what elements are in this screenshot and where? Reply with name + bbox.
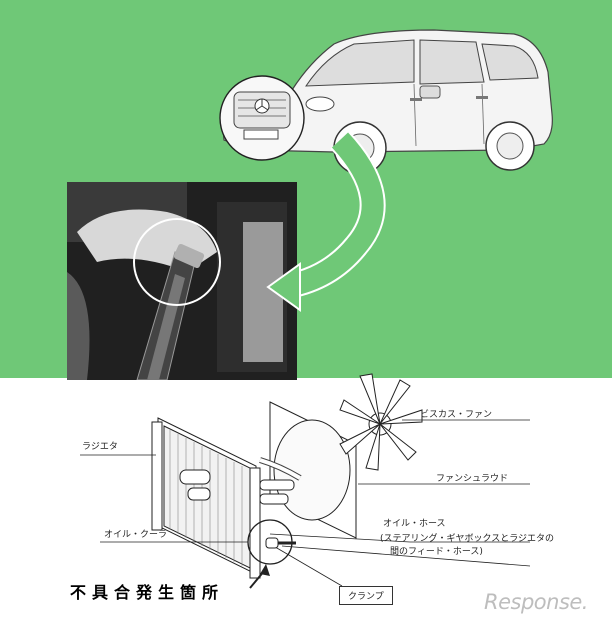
- radiator-diagram: [80, 373, 531, 589]
- engine-bay-photo: [67, 182, 297, 380]
- clamp-drawing: [265, 537, 279, 549]
- label-oil-cooler: オイル・クーラ: [104, 530, 168, 540]
- label-oil-hose: オイル・ホース: [383, 519, 446, 529]
- label-oil-hose-detail-1: (ステアリング・ギヤボックスとラジエタの: [380, 534, 555, 544]
- viscous-fan-drawing: [339, 373, 423, 471]
- label-clamp: クランプ: [339, 586, 393, 605]
- radiator-drawing: [151, 417, 261, 579]
- leader-lines: [80, 419, 531, 587]
- label-fan-shroud: ファンシュラウド: [436, 474, 509, 484]
- label-viscous-fan: ビスカス・ファン: [420, 410, 493, 420]
- label-oil-hose-detail-2: 間のフィード・ホース): [390, 547, 483, 557]
- response-watermark: Response.: [484, 590, 588, 614]
- fan-shroud-drawing: [259, 401, 357, 539]
- suv-illustration: [219, 29, 553, 175]
- label-radiator: ラジエタ: [82, 442, 118, 452]
- engine-bay-photo-drawing: [67, 182, 297, 380]
- label-defect-location: 不具合発生箇所: [70, 583, 225, 602]
